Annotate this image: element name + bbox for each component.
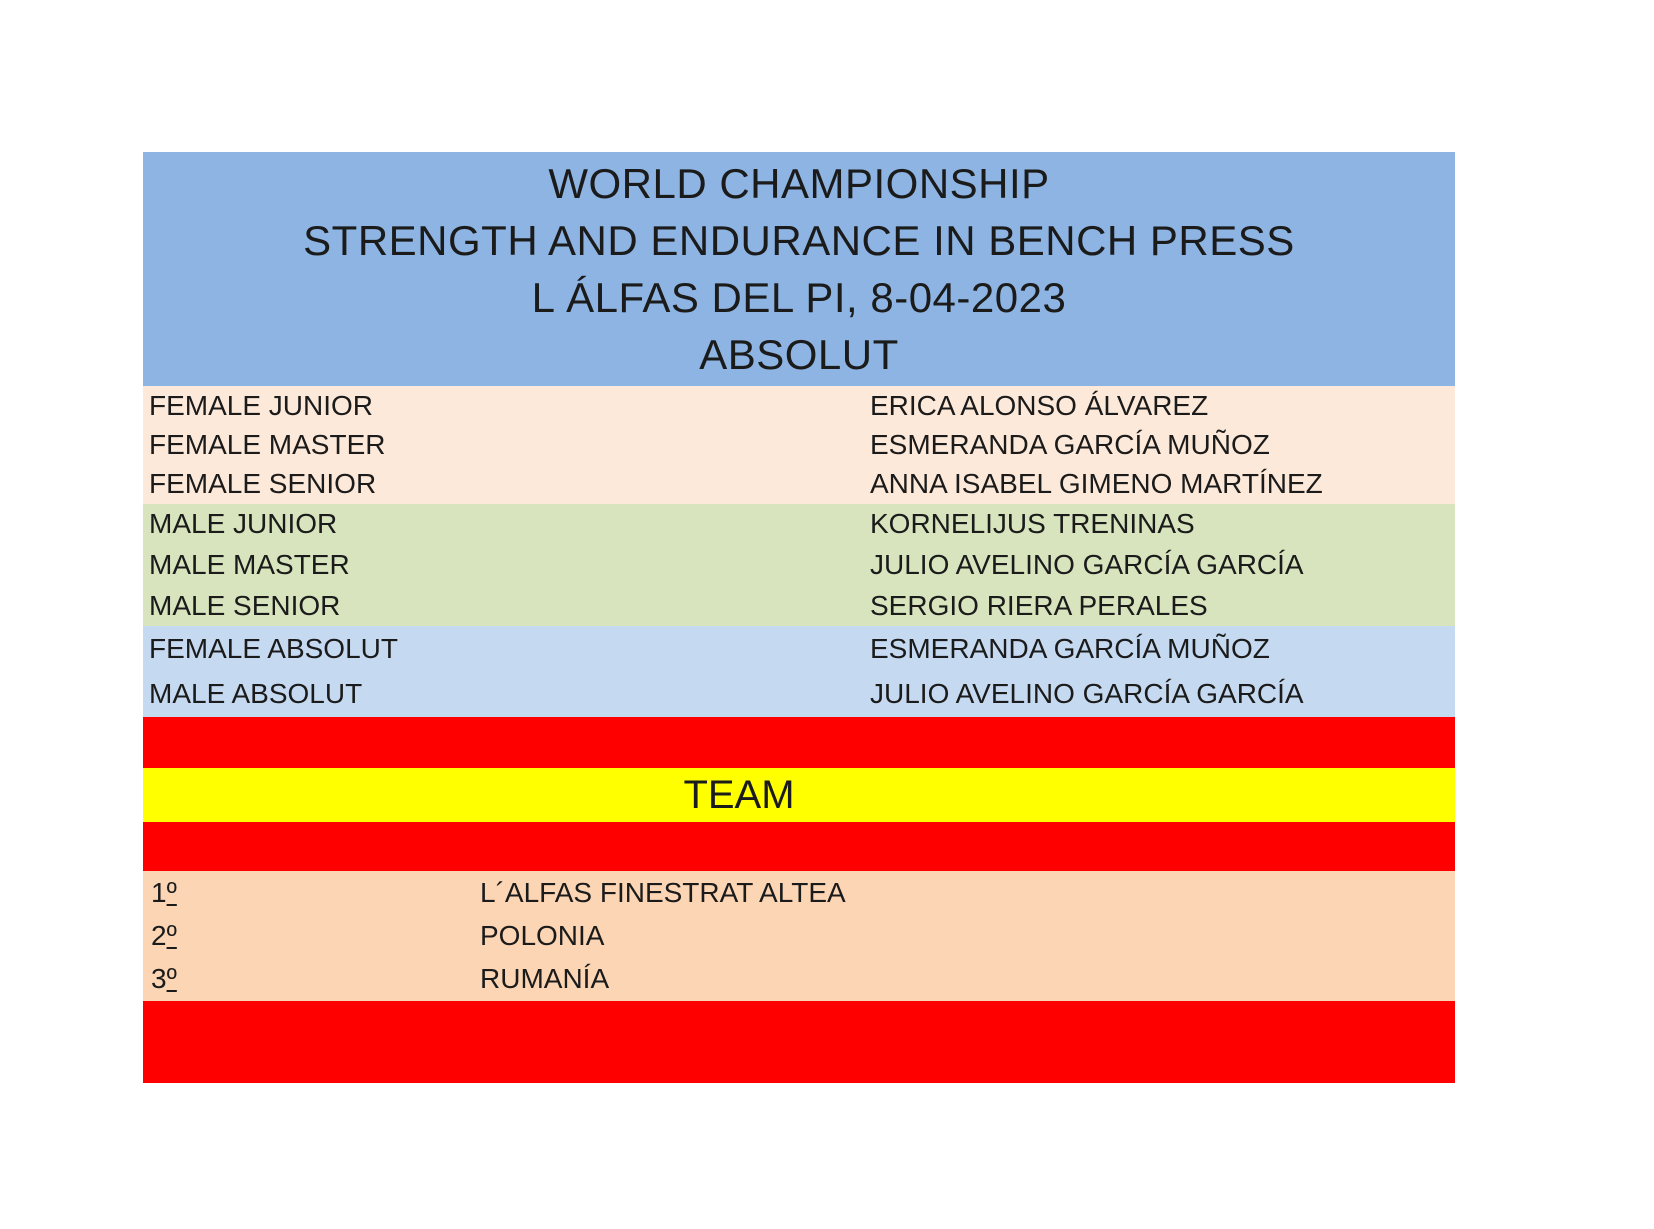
team-name: POLONIA bbox=[480, 919, 605, 951]
athlete-name: SERGIO RIERA PERALES bbox=[870, 589, 1208, 621]
absolut-heading: ABSOLUT bbox=[699, 331, 899, 378]
team-row: 2º POLONIA bbox=[143, 914, 1455, 957]
result-row: FEMALE ABSOLUT ESMERANDA GARCÍA MUÑOZ bbox=[143, 626, 1455, 672]
athlete-name: ESMERANDA GARCÍA MUÑOZ bbox=[870, 632, 1270, 664]
category-label: FEMALE MASTER bbox=[149, 428, 386, 460]
category-label: MALE MASTER bbox=[149, 549, 350, 580]
result-row: FEMALE MASTER ESMERANDA GARCÍA MUÑOZ bbox=[143, 425, 1455, 464]
category-label: MALE JUNIOR bbox=[149, 508, 338, 540]
team-name: L´ALFAS FINESTRAT ALTEA bbox=[480, 876, 846, 908]
result-row: FEMALE SENIOR ANNA ISABEL GIMENO MARTÍNE… bbox=[143, 465, 1455, 504]
ordinal-suffix: º bbox=[166, 876, 177, 908]
male-results-section: MALE JUNIOR KORNELIJUS TRENINAS MALE MAS… bbox=[143, 504, 1455, 626]
category-label: MALE ABSOLUT bbox=[149, 678, 363, 710]
category-label: FEMALE SENIOR bbox=[149, 468, 377, 500]
page-title: WORLD CHAMPIONSHIP bbox=[548, 160, 1050, 207]
team-rank: 3º bbox=[151, 963, 177, 995]
event-location-date: L ÁLFAS DEL PI, 8-04-2023 bbox=[531, 274, 1067, 321]
athlete-name: KORNELIJUS TRENINAS bbox=[870, 508, 1195, 540]
event-name: STRENGTH AND ENDURANCE IN BENCH PRESS bbox=[303, 217, 1295, 264]
flag-stripe-red-middle bbox=[143, 822, 1455, 871]
team-row: 3º RUMANÍA bbox=[143, 958, 1455, 1001]
athlete-name: ANNA ISABEL GIMENO MARTÍNEZ bbox=[870, 468, 1323, 500]
female-results-section: FEMALE JUNIOR ERICA ALONSO ÁLVAREZ FEMAL… bbox=[143, 386, 1455, 504]
ordinal-suffix: º bbox=[166, 919, 177, 951]
athlete-name: ERICA ALONSO ÁLVAREZ bbox=[870, 389, 1209, 421]
team-banner: TEAM bbox=[143, 768, 1455, 822]
athlete-name: JULIO AVELINO GARCÍA GARCÍA bbox=[870, 549, 1304, 580]
absolut-results-section: FEMALE ABSOLUT ESMERANDA GARCÍA MUÑOZ MA… bbox=[143, 626, 1455, 717]
team-rank: 1º bbox=[151, 876, 177, 908]
category-label: MALE SENIOR bbox=[149, 589, 341, 621]
result-row: MALE MASTER JULIO AVELINO GARCÍA GARCÍA bbox=[143, 545, 1455, 586]
results-sheet: WORLD CHAMPIONSHIP STRENGTH AND ENDURANC… bbox=[143, 152, 1455, 1083]
championship-header: WORLD CHAMPIONSHIP STRENGTH AND ENDURANC… bbox=[143, 152, 1455, 386]
team-banner-label: TEAM bbox=[683, 772, 795, 817]
team-row: 1º L´ALFAS FINESTRAT ALTEA bbox=[143, 871, 1455, 914]
category-label: FEMALE ABSOLUT bbox=[149, 632, 398, 664]
result-row: MALE JUNIOR KORNELIJUS TRENINAS bbox=[143, 504, 1455, 545]
team-ranking-section: 1º L´ALFAS FINESTRAT ALTEA 2º POLONIA 3º… bbox=[143, 871, 1455, 1001]
athlete-name: JULIO AVELINO GARCÍA GARCÍA bbox=[870, 678, 1304, 710]
category-label: FEMALE JUNIOR bbox=[149, 389, 374, 421]
ordinal-suffix: º bbox=[166, 963, 177, 995]
result-row: MALE SENIOR SERGIO RIERA PERALES bbox=[143, 585, 1455, 626]
team-rank: 2º bbox=[151, 919, 177, 951]
result-row: FEMALE JUNIOR ERICA ALONSO ÁLVAREZ bbox=[143, 386, 1455, 425]
flag-stripe-red-bottom bbox=[143, 1001, 1455, 1083]
team-name: RUMANÍA bbox=[480, 963, 610, 995]
flag-stripe-red-top bbox=[143, 717, 1455, 768]
result-row: MALE ABSOLUT JULIO AVELINO GARCÍA GARCÍA bbox=[143, 672, 1455, 718]
athlete-name: ESMERANDA GARCÍA MUÑOZ bbox=[870, 428, 1270, 460]
